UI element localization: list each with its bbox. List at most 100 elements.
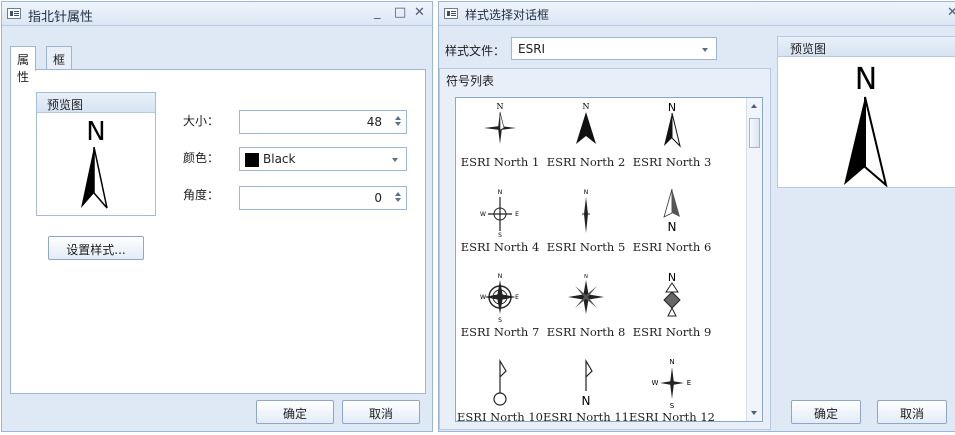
symbol-name: ESRI North 4: [460, 240, 540, 254]
window-title: 指北针属性: [28, 10, 94, 25]
svg-text:N: N: [855, 62, 877, 97]
svg-text:W: W: [480, 294, 486, 301]
svg-text:N: N: [584, 189, 589, 196]
title-bar[interactable]: 指北针属性 _ □ ✕: [2, 2, 432, 26]
symbol-name: ESRI North 2: [546, 155, 626, 169]
symbol-name: ESRI North 9: [632, 325, 712, 339]
symbol-name: ESRI North 10: [457, 410, 543, 422]
preview-label: 预览图: [778, 37, 955, 57]
north-arrow-9-icon: N: [663, 271, 681, 317]
north-arrow-5-icon: N: [582, 189, 590, 233]
svg-text:S: S: [670, 402, 675, 410]
symbol-item[interactable]: N ESRI North 11: [543, 353, 629, 422]
north-arrow-preview-icon: N: [81, 117, 108, 209]
tab-frame[interactable]: 框架: [46, 46, 73, 84]
north-arrow-preview-icon: N: [844, 62, 888, 188]
color-dropdown[interactable]: Black: [239, 147, 407, 171]
cancel-button[interactable]: 取消: [877, 400, 947, 424]
ok-button[interactable]: 确定: [791, 400, 861, 424]
close-button[interactable]: ✕: [947, 5, 955, 20]
style-file-dropdown[interactable]: ESRI: [511, 37, 717, 60]
size-label: 大小：: [183, 114, 220, 128]
spinner-arrows-icon[interactable]: [394, 190, 402, 206]
svg-text:N: N: [498, 189, 503, 196]
north-arrow-7-icon: N W E S: [480, 273, 519, 324]
symbol-item[interactable]: N ESRI North 6: [629, 183, 715, 268]
color-swatch: [245, 153, 259, 167]
symbol-name: ESRI North 7: [460, 325, 540, 339]
color-value: Black: [263, 152, 296, 166]
vertical-scrollbar[interactable]: [746, 98, 762, 421]
title-bar[interactable]: 样式选择对话框 ✕: [439, 2, 955, 26]
set-style-button[interactable]: 设置样式...: [48, 236, 144, 260]
tab-properties[interactable]: 属性: [10, 46, 37, 84]
svg-text:N: N: [582, 394, 591, 408]
color-label: 颜色：: [183, 151, 220, 165]
style-selection-window: 样式选择对话框 ✕ 样式文件： ESRI 符号列表 N ESRI North 1…: [438, 1, 955, 432]
symbol-name: ESRI North 11: [543, 410, 629, 422]
north-arrow-3-icon: N: [664, 101, 681, 148]
preview-box: 预览图 N: [36, 92, 156, 216]
preview-label: 预览图: [37, 93, 155, 113]
properties-panel: 预览图 N 设置样式... 大小： 48 颜色： Black 角度： 0: [10, 69, 426, 394]
north-arrow-8-icon: N: [568, 274, 604, 314]
symbol-item[interactable]: N W E S ESRI North 4: [457, 183, 543, 268]
close-button[interactable]: ✕: [414, 5, 425, 20]
chevron-down-icon: [392, 158, 398, 162]
symbol-name: ESRI North 3: [632, 155, 712, 169]
style-file-label: 样式文件：: [445, 44, 506, 58]
cancel-button[interactable]: 取消: [342, 400, 420, 424]
spinner-arrows-icon[interactable]: [394, 114, 402, 130]
style-file-value: ESRI: [518, 42, 546, 56]
svg-text:N: N: [583, 102, 590, 111]
north-arrow-11-icon: N: [582, 358, 593, 408]
symbol-item[interactable]: N W E S ESRI North 12: [629, 353, 715, 422]
symbol-list[interactable]: N ESRI North 1 N ESRI North 2 N ESRI Nor…: [455, 97, 763, 422]
north-arrow-12-icon: N W E S: [652, 358, 691, 410]
svg-text:N: N: [584, 274, 588, 280]
maximize-button[interactable]: □: [394, 5, 407, 20]
window-icon: [444, 8, 458, 19]
angle-label: 角度：: [183, 188, 220, 202]
symbol-item[interactable]: N ESRI North 1: [457, 98, 543, 183]
svg-text:N: N: [668, 101, 676, 114]
symbol-item[interactable]: N W E S ESRI North 7: [457, 268, 543, 353]
angle-spinner[interactable]: 0: [239, 186, 407, 210]
symbol-name: ESRI North 1: [460, 155, 540, 169]
symbol-item[interactable]: N ESRI North 3: [629, 98, 715, 183]
svg-text:N: N: [668, 271, 676, 284]
svg-text:S: S: [498, 317, 502, 324]
svg-text:E: E: [515, 294, 519, 301]
symbol-item[interactable]: ESRI North 10: [457, 353, 543, 422]
symbol-item[interactable]: N ESRI North 5: [543, 183, 629, 268]
minimize-button[interactable]: _: [374, 5, 381, 20]
size-spinner[interactable]: 48: [239, 110, 407, 134]
svg-text:W: W: [652, 379, 659, 387]
svg-text:E: E: [515, 211, 519, 218]
symbol-name: ESRI North 5: [546, 240, 626, 254]
svg-text:N: N: [668, 220, 677, 234]
symbol-item[interactable]: N ESRI North 9: [629, 268, 715, 353]
scroll-up-icon[interactable]: [751, 104, 757, 108]
scroll-down-icon[interactable]: [751, 411, 757, 415]
svg-text:W: W: [480, 211, 486, 218]
svg-text:N: N: [86, 117, 105, 147]
window-icon: [7, 8, 21, 19]
svg-text:E: E: [687, 379, 691, 387]
svg-text:N: N: [498, 273, 503, 280]
symbol-item[interactable]: N ESRI North 8: [543, 268, 629, 353]
ok-button[interactable]: 确定: [256, 400, 334, 424]
symbol-name: ESRI North 12: [629, 410, 715, 422]
symbol-list-label: 符号列表: [446, 74, 495, 88]
compass-properties-window: 指北针属性 _ □ ✕ 属性 框架 预览图 N 设置样式... 大小： 48 颜…: [1, 1, 433, 432]
north-arrow-6-icon: N: [663, 188, 680, 234]
window-title: 样式选择对话框: [465, 8, 550, 22]
north-arrow-4-icon: N W E S: [480, 189, 519, 239]
symbol-name: ESRI North 6: [632, 240, 712, 254]
symbol-item[interactable]: N ESRI North 2: [543, 98, 629, 183]
scrollbar-thumb[interactable]: [749, 118, 760, 148]
svg-text:N: N: [669, 358, 674, 366]
style-preview-box: 预览图 N: [777, 36, 955, 188]
svg-text:N: N: [497, 102, 504, 111]
north-arrow-2-icon: N: [576, 102, 596, 144]
